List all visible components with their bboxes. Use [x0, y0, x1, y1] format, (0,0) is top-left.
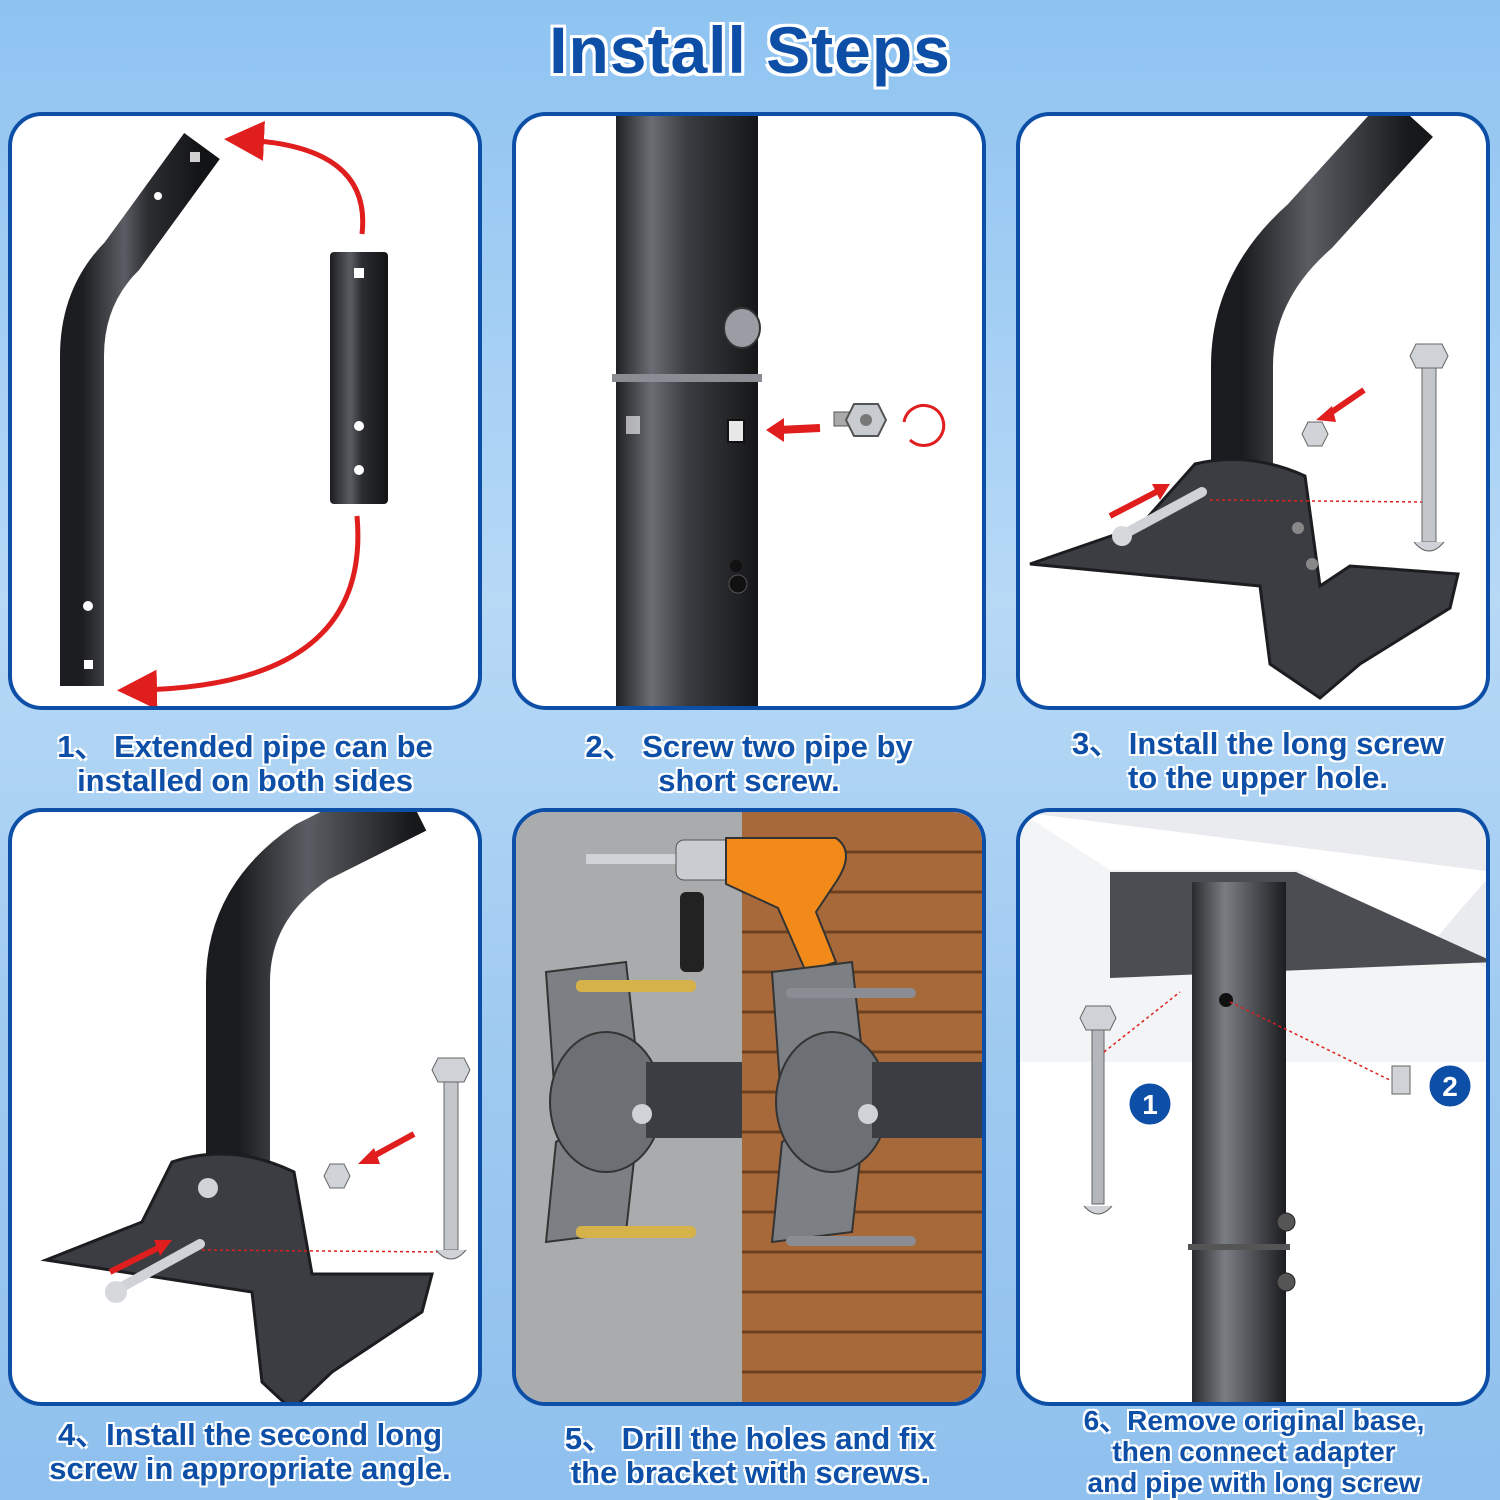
step-6-caption: 6、Remove original base, then connect ada… [1012, 1405, 1496, 1498]
step-4-panel [8, 808, 482, 1406]
step-5-panel [512, 808, 986, 1406]
step-5-line-1: 5、 Drill the holes and fix [564, 1421, 936, 1456]
step-1-caption: 1、 Extended pipe can be installed on bot… [8, 730, 482, 798]
step-1-line-2: installed on both sides [77, 763, 413, 798]
step-3-line-2: to the upper hole. [1127, 760, 1389, 795]
marker-one [1126, 1080, 1174, 1128]
step-2-line-1: 2、 Screw two pipe by [585, 729, 913, 764]
nut [323, 1163, 351, 1189]
step-3-illustration [1029, 116, 1460, 700]
long-screw [1421, 361, 1437, 543]
marker-one-label: 1 [1142, 1089, 1158, 1120]
vertical-pipe [1192, 882, 1286, 1402]
wall-bracket [1029, 458, 1460, 700]
step-5-caption: 5、 Drill the holes and fix the bracket w… [508, 1422, 992, 1490]
step-6-line-3: and pipe with long screw [1087, 1467, 1421, 1498]
step-3-line-1: 3、 Install the long screw [1071, 726, 1445, 761]
long-screw [443, 1077, 459, 1251]
step-2-caption: 2、 Screw two pipe by short screw. [512, 730, 986, 798]
drill-bit [586, 854, 686, 864]
step-6-line-1: 6、Remove original base, [1083, 1405, 1425, 1436]
step-4-caption: 4、Install the second long screw in appro… [0, 1418, 500, 1486]
step-2-panel [512, 112, 986, 710]
extension-pipe [330, 252, 388, 504]
bracket-left [544, 960, 742, 1244]
pipe-bolt [723, 307, 761, 349]
marker-two [1426, 1062, 1474, 1110]
page-title: Install Steps [549, 13, 951, 87]
step-3-caption: 3、 Install the long screw to the upper h… [1016, 727, 1500, 795]
nut [1301, 421, 1329, 447]
step-6-illustration: 1 2 [1020, 812, 1486, 1402]
step-2-line-2: short screw. [658, 763, 840, 798]
bent-pipe [1211, 116, 1433, 556]
step-4-illustration [40, 812, 471, 1402]
step-3-panel [1016, 112, 1490, 710]
step-1-panel [8, 112, 482, 710]
arrow-top [224, 120, 366, 235]
bent-pipe [206, 812, 427, 1162]
marker-two-label: 2 [1442, 1071, 1458, 1102]
step-5-illustration [516, 812, 982, 1402]
mount-plate [1110, 872, 1486, 978]
arrow-bottom [117, 515, 361, 706]
electric-drill [725, 837, 847, 974]
step-1-line-1: 1、 Extended pipe can be [57, 729, 433, 764]
long-screw [1091, 1023, 1105, 1205]
step-4-line-1: 4、Install the second long [57, 1417, 443, 1452]
bracket-right [770, 960, 982, 1246]
step-4-line-2: screw in appropriate angle. [49, 1451, 451, 1486]
arrow-short-screw [777, 424, 821, 434]
vertical-pipe [616, 116, 758, 706]
bent-pipe [60, 133, 220, 686]
step-1-illustration [60, 120, 388, 706]
step-5-line-2: the bracket with screws. [570, 1455, 930, 1490]
step-6-panel: 1 2 [1016, 808, 1490, 1406]
step-6-line-2: then connect adapter [1112, 1436, 1396, 1467]
step-2-illustration [612, 116, 946, 706]
wall-bracket [40, 1152, 434, 1402]
